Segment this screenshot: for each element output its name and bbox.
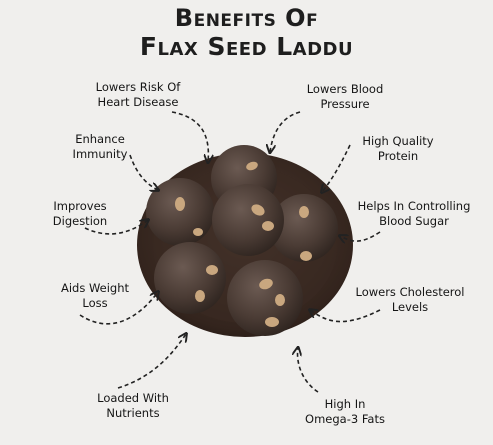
dashed-arrows (79, 111, 381, 393)
benefit-cholesterol: Lowers Cholesterol Levels (355, 285, 465, 314)
benefit-nutrients: Loaded With Nutrients (97, 391, 169, 420)
infographic-title-line1: Benefits Of (174, 4, 319, 32)
benefit-weight-loss: Aids Weight Loss (60, 281, 130, 310)
benefit-blood-pressure: Lowers Blood Pressure (306, 82, 384, 111)
laddu-balls (146, 145, 338, 336)
benefit-immunity: Enhance Immunity (72, 132, 128, 161)
benefit-protein: High Quality Protein (362, 134, 434, 163)
benefit-blood-sugar: Helps In Controlling Blood Sugar (357, 199, 471, 228)
benefit-heart-disease: Lowers Risk Of Heart Disease (95, 80, 181, 109)
infographic-title-line2: Flax Seed Laddu (139, 32, 354, 61)
benefit-digestion: Improves Digestion (52, 199, 108, 228)
benefit-omega3: High In Omega-3 Fats (305, 397, 385, 426)
